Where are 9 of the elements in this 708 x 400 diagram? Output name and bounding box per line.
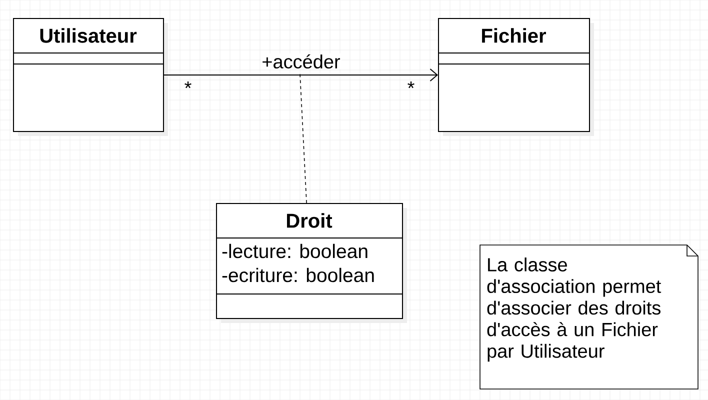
class-box: Utilisateur [12, 18, 168, 136]
association-line [164, 68, 438, 82]
multiplicity-label: * [408, 81, 414, 88]
edge-label: +accéder [262, 54, 340, 68]
class-box: Fichier [438, 18, 594, 136]
dashed-line [300, 74, 307, 204]
class-box: Droit -lecture: boolean -ecriture: boolean [216, 203, 407, 323]
multiplicity-label: * [184, 81, 192, 88]
note-box: La classe d'association permet d'associer des droits d'accès à un Fichier par Utilisateur [480, 244, 698, 390]
